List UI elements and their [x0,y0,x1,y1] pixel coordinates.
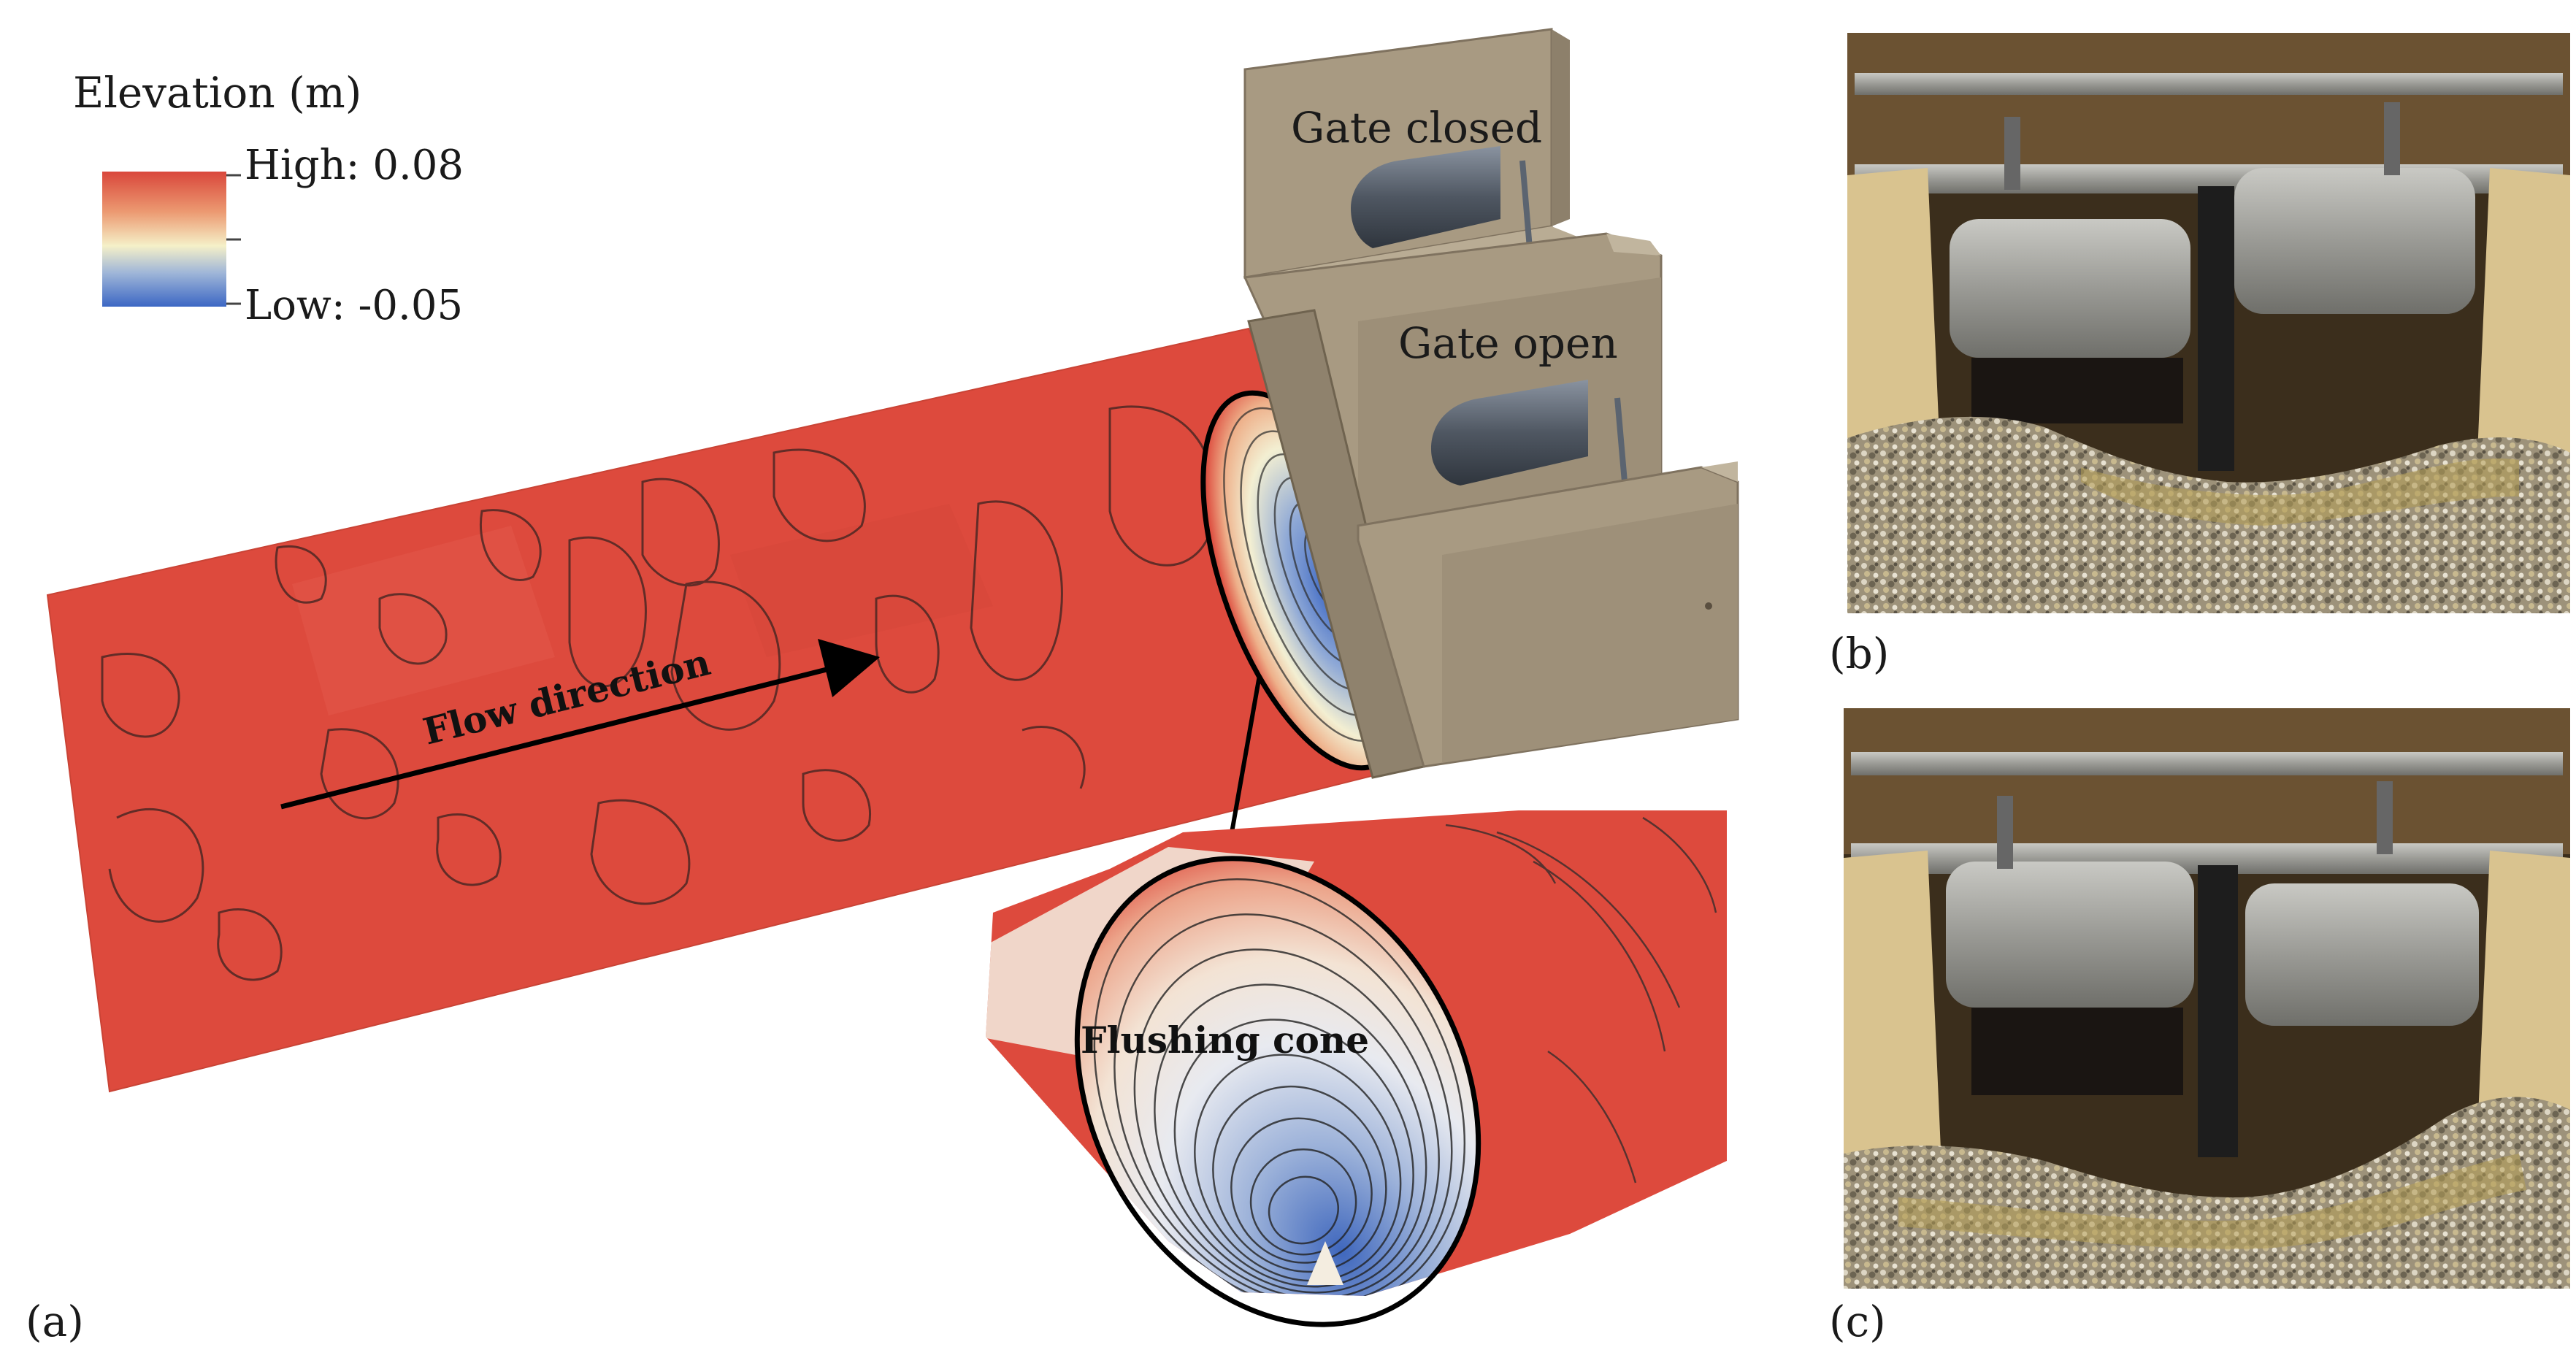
photo-c-right-gate [2245,883,2479,1026]
panel-label-b: (b) [1829,629,1889,678]
legend-low-label: Low: -0.05 [245,282,463,329]
photo-c-left-gate [1946,862,2194,1008]
gate-closed-label: Gate closed [1291,103,1542,153]
photo-c [1844,708,2570,1289]
panel-label-a: (a) [26,1297,84,1346]
legend-title: Elevation (m) [73,68,361,118]
bed-contours [101,405,1216,981]
closed-gate-cylinder [1351,146,1500,248]
flume-bed [46,327,1425,1093]
flushing-cone-zoom: Flushing cone [986,810,1727,1327]
open-gate-cylinder [1431,380,1588,486]
gate-open-label: Gate open [1398,318,1618,368]
photo-b [1847,33,2570,613]
panel-label-c: (c) [1829,1297,1886,1346]
photo-b-right-gate [2234,168,2475,314]
gate-structure: Gate closed Gate open [1243,28,1739,779]
flushing-cone-outline [1074,856,1481,1327]
legend-high-label: High: 0.08 [245,142,464,189]
photo-b-left-gate [1950,219,2190,358]
elevation-legend: Elevation (m) High: 0.08 Low: -0.05 [73,68,464,329]
legend-color-bar [102,172,226,307]
flushing-cone-label: Flushing cone [1081,1018,1369,1062]
